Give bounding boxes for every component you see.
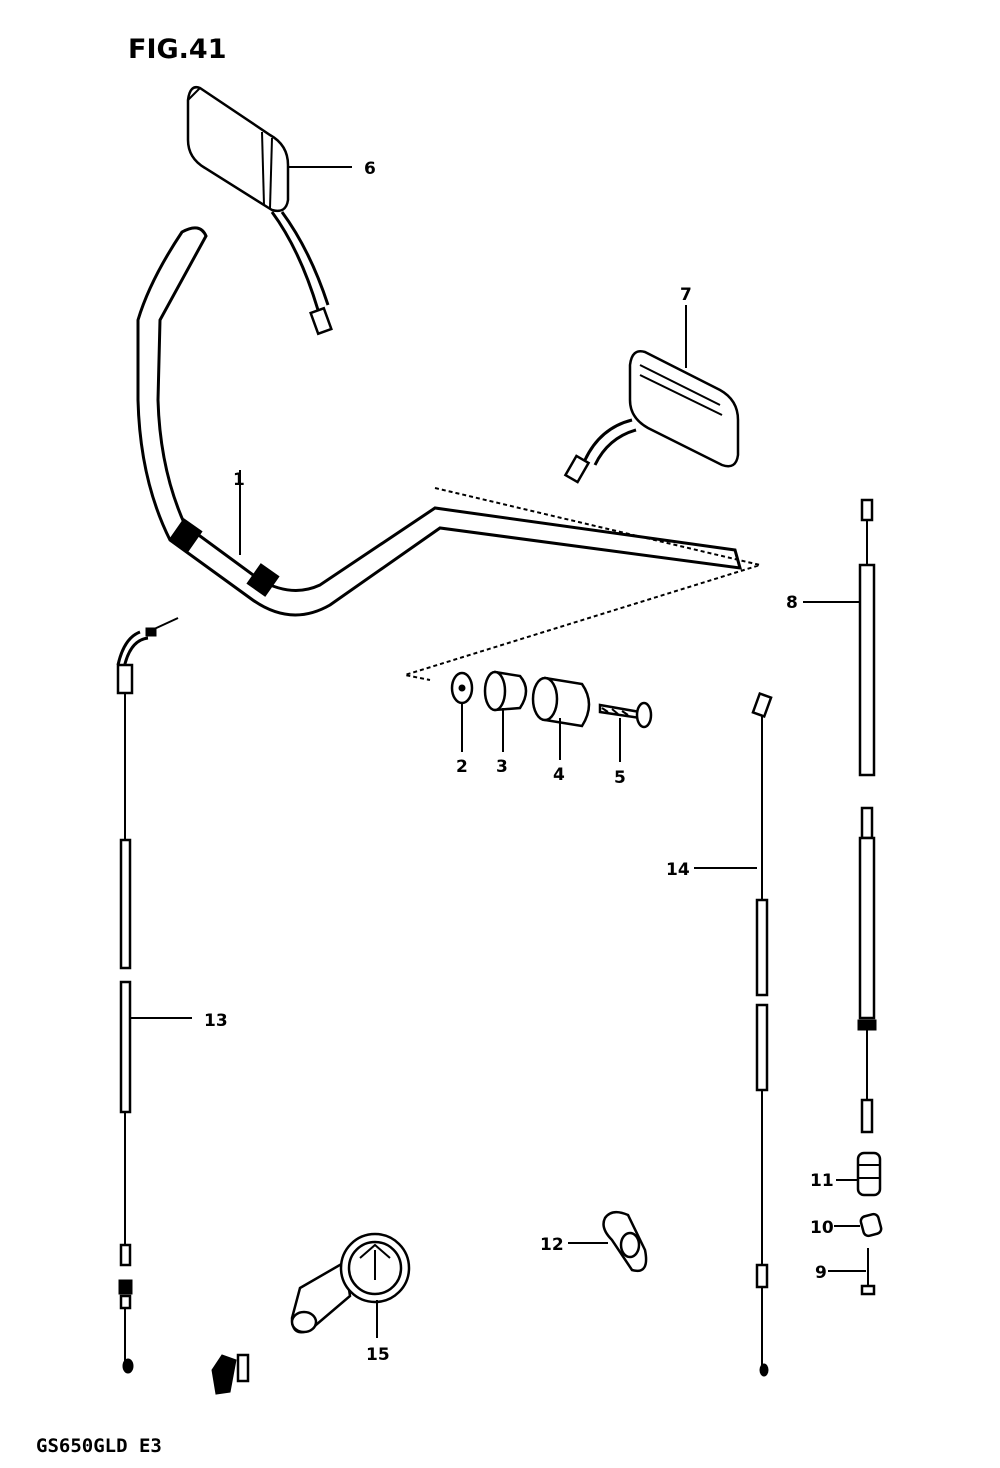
callout-10: 10 (810, 1218, 834, 1238)
mirror-left-part (186, 86, 352, 336)
callout-11: 11 (810, 1171, 834, 1191)
callout-12: 12 (540, 1235, 564, 1255)
callout-1: 1 (233, 470, 245, 490)
figure-footer: GS650GLD E3 (36, 1435, 162, 1457)
adjuster-parts (828, 1151, 883, 1296)
callout-3: 3 (496, 757, 508, 777)
callout-14: 14 (666, 860, 690, 880)
callout-9: 9 (815, 1263, 827, 1283)
gauge-part (290, 1232, 411, 1338)
callout-13: 13 (204, 1011, 228, 1031)
handlebar-part (136, 226, 764, 681)
callout-7: 7 (680, 285, 692, 305)
mirror-right-part (563, 305, 740, 484)
cable-clamp-part (568, 1210, 648, 1273)
callout-6: 6 (364, 159, 376, 179)
callout-2: 2 (456, 757, 468, 777)
figure-title: FIG.41 (128, 34, 226, 65)
callout-8: 8 (786, 593, 798, 613)
cable-middle-part (694, 691, 773, 1377)
front-arrow-icon (211, 1353, 250, 1395)
cable-left-part (116, 617, 192, 1374)
callout-5: 5 (614, 768, 626, 788)
callout-4: 4 (553, 765, 565, 785)
callout-15: 15 (366, 1345, 390, 1365)
bar-end-assembly (450, 670, 653, 762)
cable-right-part (803, 498, 877, 1134)
